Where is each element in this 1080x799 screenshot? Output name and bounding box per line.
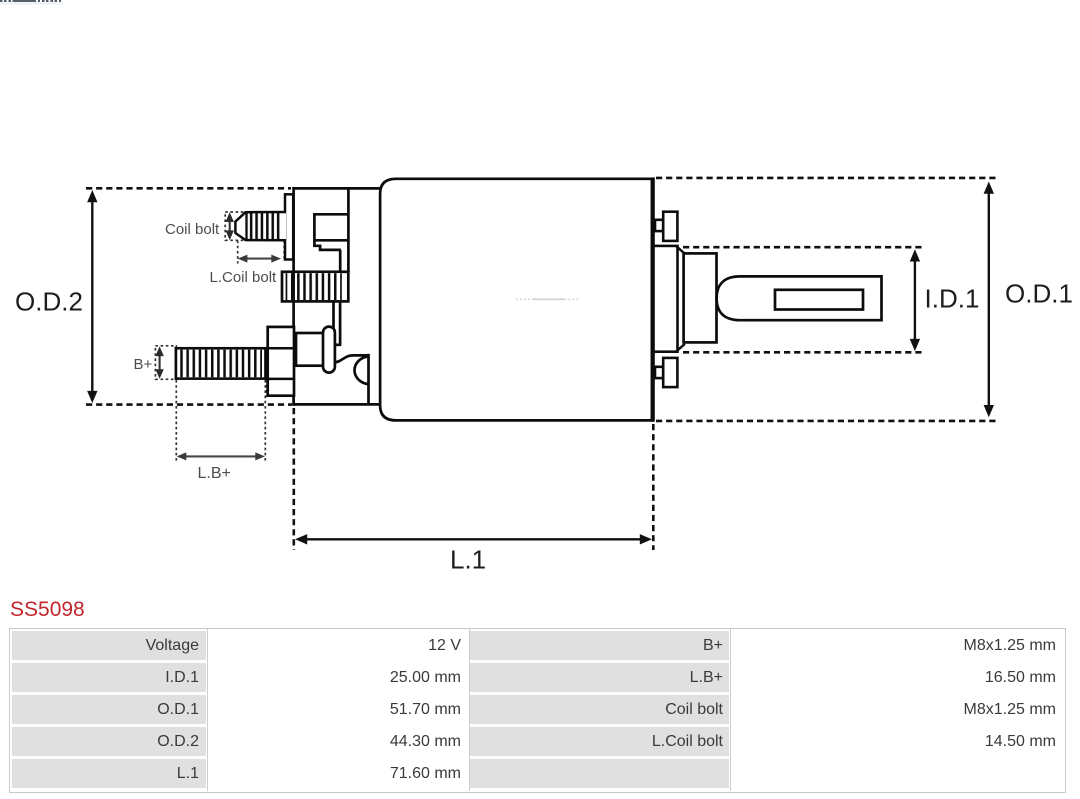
svg-text:L.Coil bolt: L.Coil bolt bbox=[210, 269, 278, 286]
svg-text:B+: B+ bbox=[134, 356, 153, 373]
svg-text:Coil bolt: Coil bolt bbox=[165, 221, 220, 238]
svg-text:L.1: L.1 bbox=[450, 545, 486, 575]
svg-text:L.B+: L.B+ bbox=[198, 465, 231, 482]
svg-text:O.D.1: O.D.1 bbox=[1005, 279, 1073, 309]
svg-text:I.D.1: I.D.1 bbox=[925, 284, 980, 314]
svg-text:O.D.2: O.D.2 bbox=[15, 286, 83, 316]
